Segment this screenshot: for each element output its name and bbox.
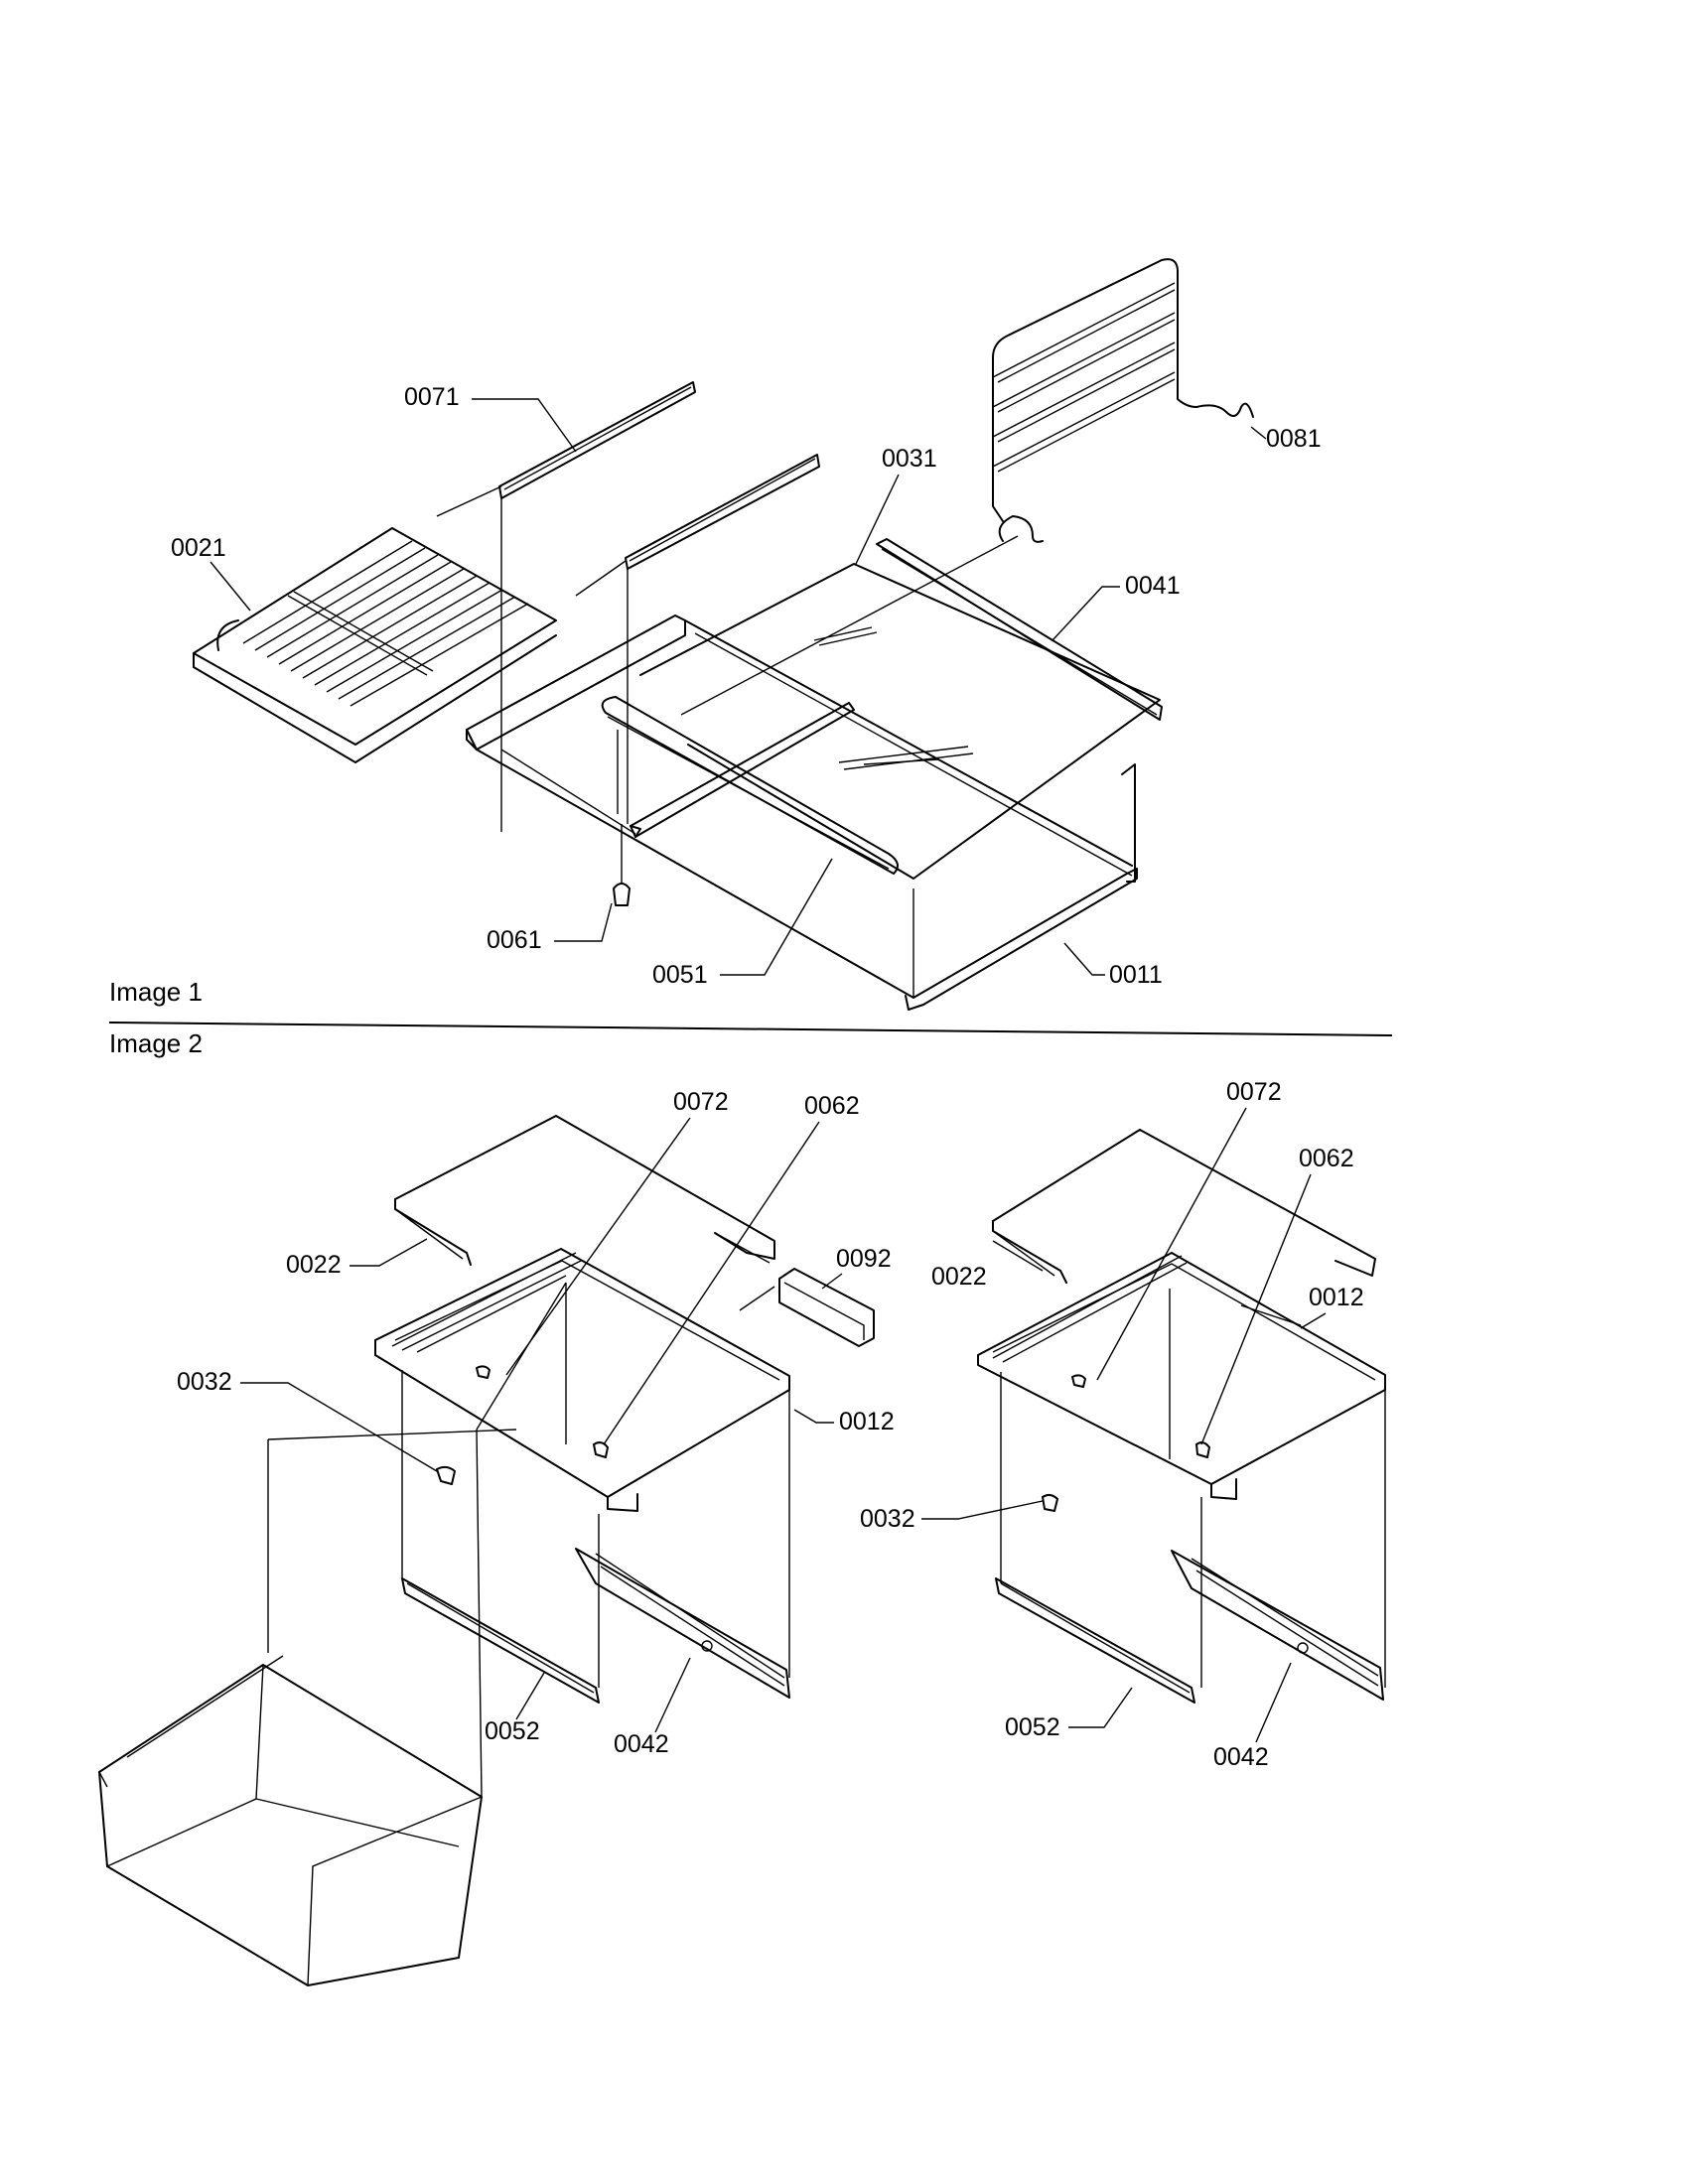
callout-0081-label: 0081: [1266, 425, 1322, 453]
callout-0021: 0021: [171, 534, 251, 612]
image-2-left-assembly: [98, 1115, 875, 1986]
callout-left-0022-label: 0022: [286, 1251, 342, 1279]
part-0021-wire-shelf: [193, 527, 557, 763]
callout-left-0072-label: 0072: [673, 1088, 729, 1116]
callout-0051-label: 0051: [652, 961, 708, 989]
image-2-label: Image 2: [109, 1028, 203, 1058]
callout-0041-label: 0041: [1125, 572, 1181, 600]
part-0071-shelf-trim: [498, 381, 696, 832]
callout-0071: 0071: [404, 383, 577, 453]
callout-0081: 0081: [1250, 425, 1322, 453]
callout-left-0072: 0072: [505, 1088, 729, 1376]
part-0041-rear-rail: [876, 538, 1163, 721]
callout-right-0032: 0032: [860, 1500, 1044, 1533]
callout-right-0022-label: 0022: [931, 1263, 987, 1291]
callout-right-0022: 0022: [931, 1240, 1044, 1291]
callout-left-0052-label: 0052: [485, 1717, 540, 1745]
callout-right-0042: 0042: [1213, 1662, 1292, 1771]
section-divider: [108, 1022, 1393, 1036]
callout-left-0012: 0012: [793, 1408, 895, 1435]
callout-0021-label: 0021: [171, 534, 226, 562]
image-2-right-assembly: [977, 1129, 1386, 1704]
callout-0071-label: 0071: [404, 383, 460, 411]
callout-0051: 0051: [652, 858, 833, 989]
callout-left-0032: 0032: [177, 1368, 438, 1472]
callout-left-0062-label: 0062: [804, 1092, 860, 1120]
callout-left-0042-label: 0042: [614, 1730, 669, 1758]
part-0011-shelf-frame: [466, 614, 1138, 1011]
callout-right-0042-label: 0042: [1213, 1743, 1269, 1771]
part-0031-glass-shelf: [639, 563, 1161, 880]
callout-left-0022: 0022: [286, 1238, 428, 1279]
part-0051-front-trim: [601, 696, 899, 875]
callout-0031: 0031: [855, 445, 937, 565]
callout-right-0012-label: 0012: [1309, 1284, 1364, 1311]
callout-0011-label: 0011: [1109, 961, 1163, 989]
callout-0031-label: 0031: [882, 445, 937, 473]
image-1-label: Image 1: [109, 977, 203, 1007]
callout-0061-label: 0061: [487, 926, 542, 954]
callout-right-0062: 0062: [1200, 1145, 1354, 1445]
callout-left-0092-label: 0092: [836, 1245, 892, 1273]
callout-left-0032-label: 0032: [177, 1368, 232, 1396]
callout-left-0062: 0062: [603, 1092, 860, 1445]
callout-right-0072-label: 0072: [1226, 1078, 1282, 1106]
callout-0011: 0011: [1063, 942, 1163, 989]
callout-0061: 0061: [487, 902, 613, 954]
callout-left-0092: 0092: [821, 1245, 892, 1290]
callout-0041: 0041: [1052, 572, 1181, 641]
callout-right-0012: 0012: [1300, 1284, 1364, 1329]
callout-left-0052: 0052: [485, 1672, 545, 1745]
callout-right-0062-label: 0062: [1299, 1145, 1354, 1172]
callout-left-0012-label: 0012: [839, 1408, 895, 1435]
callout-right-0032-label: 0032: [860, 1505, 915, 1533]
part-0061-screw: [613, 824, 631, 906]
callout-right-0072: 0072: [1096, 1078, 1282, 1381]
part-0071-second-trim: [436, 454, 820, 824]
callout-right-0052: 0052: [1005, 1687, 1133, 1741]
part-0081-wire-divider: [680, 258, 1254, 716]
callout-left-0042: 0042: [614, 1657, 691, 1758]
callout-right-0052-label: 0052: [1005, 1713, 1060, 1741]
